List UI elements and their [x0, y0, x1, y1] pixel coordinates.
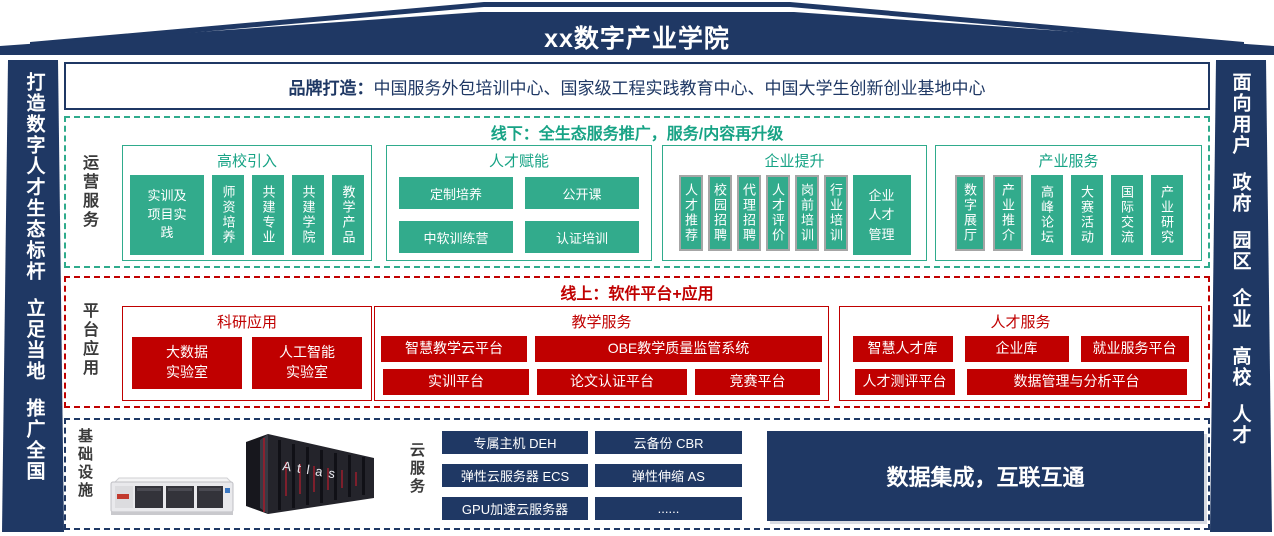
- right-pillar-text: 面向用户政府园区企业高校人才: [1227, 72, 1254, 532]
- service-box: 师资培养: [212, 175, 244, 255]
- pillar-phrase: 立足当地: [23, 298, 45, 382]
- side-label-platform: 平台应用: [80, 302, 97, 378]
- service-box: 中软训练营: [399, 221, 513, 253]
- group-title: 教学服务: [571, 314, 632, 331]
- platform-box: 企业库: [964, 336, 1069, 362]
- group-title: 高校引入: [216, 153, 277, 170]
- cloud-service-box: 弹性云服务器 ECS: [442, 464, 588, 487]
- service-box: 国际交流: [1110, 175, 1143, 255]
- group-talent-empowerment: 人才赋能 定制培养 公开课 中软训练营 认证培训: [386, 145, 652, 261]
- service-box: 高峰论坛: [1030, 175, 1063, 255]
- cloud-service-box: 专属主机 DEH: [442, 431, 588, 454]
- side-label-infrastructure: 基础设施: [76, 428, 93, 500]
- brand-label: 品牌打造：: [288, 78, 374, 98]
- service-box: 行业培训: [823, 175, 848, 251]
- service-box: 数字展厅: [954, 175, 985, 251]
- online-platform-section: 线上：软件平台+应用 平台应用 科研应用 大数据 实验室 人工智能 实验室 教学…: [64, 276, 1210, 408]
- college-title: xx数字产业学院: [544, 25, 730, 53]
- brand-text: 中国服务外包培训中心、国家级工程实践教育中心、中国大学生创新创业基地中心: [373, 78, 986, 98]
- service-box: 代理招聘: [736, 175, 761, 251]
- pillar-phrase: 面向用户: [1229, 72, 1251, 156]
- roof-banner: xx数字产业学院: [0, 12, 1274, 55]
- platform-box: 大数据 实验室: [132, 337, 242, 389]
- service-box: 产业研究: [1150, 175, 1183, 255]
- platform-box: 人才测评平台: [854, 369, 955, 395]
- group-title: 产业服务: [1038, 153, 1099, 170]
- group-talent-services: 人才服务 智慧人才库 企业库 就业服务平台 人才测评平台 数据管理与分析平台: [839, 306, 1202, 401]
- service-box: 认证培训: [525, 221, 639, 253]
- pillar-phrase: 政府: [1229, 172, 1251, 214]
- pillar-phrase: 企业: [1229, 288, 1251, 330]
- side-label-operations: 运营服务: [80, 154, 97, 230]
- group-university-intro: 高校引入 实训及项目实践 师资培养 共建专业 共建学院 教学产品: [122, 145, 372, 261]
- group-title: 科研应用: [216, 314, 277, 331]
- group-teaching-services: 教学服务 智慧教学云平台 OBE教学质量监管系统 实训平台 论文认证平台 竞赛平…: [374, 306, 829, 401]
- service-box: 共建专业: [252, 175, 284, 255]
- online-section-header: 线上：软件平台+应用: [560, 286, 714, 303]
- service-box: 公开课: [525, 177, 639, 209]
- service-box: 产业推介: [992, 175, 1023, 251]
- data-integration-banner: 数据集成，互联互通: [767, 431, 1204, 521]
- pillar-phrase: 推广全国: [23, 398, 45, 482]
- right-pillar: 面向用户政府园区企业高校人才: [1210, 60, 1272, 532]
- group-industry-services: 产业服务 数字展厅 产业推介 高峰论坛 大赛活动 国际交流 产业研究: [935, 145, 1202, 261]
- service-box: 人才推荐: [678, 175, 703, 251]
- offline-services-section: 线下：全生态服务推广，服务/内容再升级 运营服务 高校引入 实训及项目实践 师资…: [64, 116, 1210, 268]
- service-box: 岗前培训: [794, 175, 819, 251]
- cloud-service-box: GPU加速云服务器: [442, 497, 588, 520]
- group-research-apps: 科研应用 大数据 实验室 人工智能 实验室: [122, 306, 372, 401]
- offline-section-header: 线下：全生态服务推广，服务/内容再升级: [490, 126, 784, 143]
- service-box: 实训及项目实践: [130, 175, 204, 255]
- cloud-service-box: ......: [595, 497, 742, 520]
- pillar-phrase: 打造数字人才生态标杆: [23, 72, 45, 282]
- group-enterprise-upgrade: 企业提升 人才推荐 校园招聘 代理招聘 人才评价 岗前培训 行业培训 企业 人才…: [662, 145, 927, 261]
- left-pillar-text: 打造数字人才生态标杆立足当地推广全国: [21, 72, 48, 532]
- service-box: 校园招聘: [707, 175, 732, 251]
- platform-box: 实训平台: [383, 369, 529, 395]
- cloud-service-box: 云备份 CBR: [595, 431, 742, 454]
- service-box: 企业 人才 管理: [852, 175, 911, 255]
- atlas-server-image: Atlas: [246, 434, 374, 514]
- pillar-phrase: 高校: [1229, 346, 1251, 388]
- service-box: 人才评价: [765, 175, 790, 251]
- cloud-service-box: 弹性伸缩 AS: [595, 464, 742, 487]
- platform-box: 论文认证平台: [537, 369, 687, 395]
- left-pillar: 打造数字人才生态标杆立足当地推广全国: [2, 60, 64, 532]
- infrastructure-section: 基础设施: [64, 418, 1210, 530]
- platform-box: OBE教学质量监管系统: [535, 336, 822, 362]
- service-box: 定制培养: [399, 177, 513, 209]
- service-box: 教学产品: [332, 175, 364, 255]
- service-box: 大赛活动: [1070, 175, 1103, 255]
- platform-box: 就业服务平台: [1080, 336, 1189, 362]
- rack-server-image: [110, 477, 234, 515]
- side-label-cloud-services: 云服务: [408, 442, 425, 496]
- pillar-phrase: 人才: [1229, 404, 1251, 446]
- platform-box: 智慧人才库: [852, 336, 953, 362]
- service-box: 共建学院: [292, 175, 324, 255]
- platform-box: 智慧教学云平台: [381, 336, 527, 362]
- group-title: 人才服务: [990, 314, 1051, 331]
- platform-box: 人工智能 实验室: [252, 337, 362, 389]
- platform-box: 竞赛平台: [695, 369, 820, 395]
- pillar-phrase: 园区: [1229, 230, 1251, 272]
- cloud-services-grid: 专属主机 DEH 云备份 CBR 弹性云服务器 ECS 弹性伸缩 AS GPU加…: [442, 431, 742, 520]
- group-title: 人才赋能: [488, 153, 549, 170]
- group-title: 企业提升: [764, 153, 825, 170]
- platform-box: 数据管理与分析平台: [966, 369, 1187, 395]
- brand-bar: 品牌打造： 中国服务外包培训中心、国家级工程实践教育中心、中国大学生创新创业基地…: [64, 62, 1210, 110]
